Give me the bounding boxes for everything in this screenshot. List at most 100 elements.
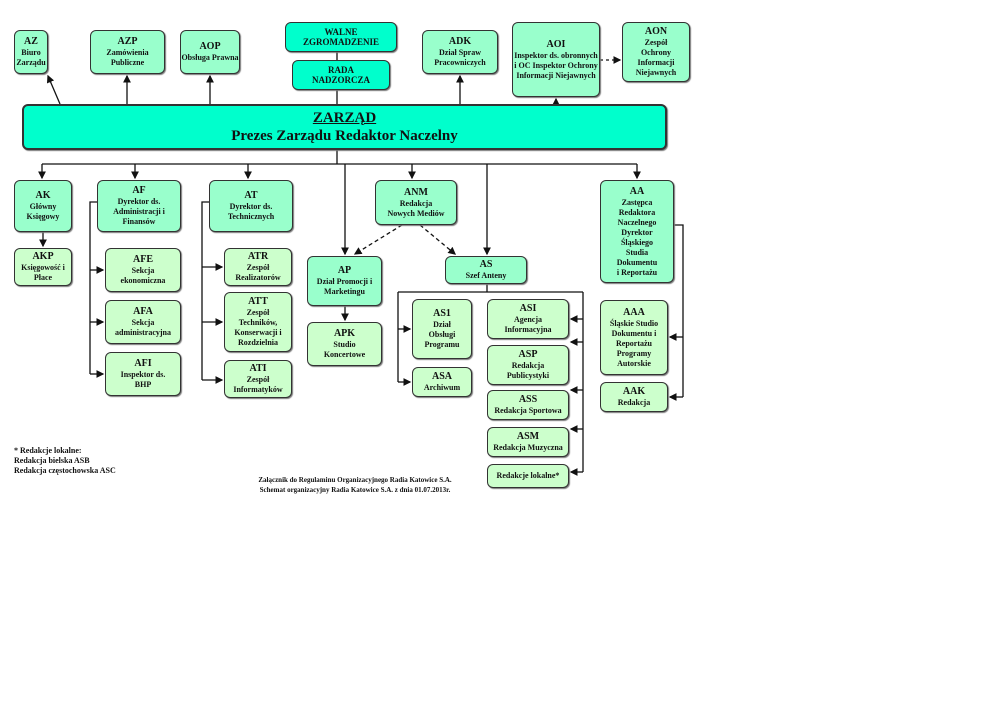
unit-name: Redakcja [617,398,651,407]
note-line: Redakcja bielska ASB [14,456,90,465]
unit-code: AA [629,185,645,197]
unit-code: ASI [519,303,537,314]
unit-name: Redakcje lokalne* [496,471,560,480]
unit-name: Sekcja ekonomiczna [120,266,166,285]
unit-code: AF [132,185,146,196]
unit-name: Zespół Techników, Konserwacji i Rozdziel… [234,308,282,347]
unit-code: ASM [516,431,540,442]
unit-name: Zespół Realizatorów [235,263,281,282]
unit-name: Zespół Informatyków [233,375,283,394]
unit-name: Obsługa Prawna [181,53,239,62]
unit-code: AS [479,259,493,270]
zarzad-title: ZARZĄD [312,110,377,126]
unit-code: ADK [448,36,472,47]
unit-name: Dział Promocji i Marketingu [316,277,373,296]
unit-name: Biuro Zarządu [16,48,46,67]
unit-name: Zamówienia Publiczne [106,48,149,67]
local-editorial-note: * Redakcje lokalne: Redakcja bielska ASB… [14,446,116,476]
unit-name: Sekcja administracyjna [115,318,171,337]
zarzad-subtitle: Prezes Zarządu Redaktor Naczelny [231,128,458,144]
unit-code: ASP [518,349,538,360]
unit-code: AP [337,265,352,276]
unit-code: APK [333,328,356,339]
unit-code: ATT [248,296,268,307]
unit-name: Śląskie Studio Dokumentu i Reportażu Pro… [609,318,659,368]
unit-code: ATI [249,363,267,374]
note-title: * Redakcje lokalne: [14,446,82,455]
unit-name: WALNE ZGROMADZENIE [302,27,379,47]
unit-name: Redakcja Muzyczna [493,443,563,452]
footer-line: Załącznik do Regulaminu Organizacyjnego … [258,476,452,484]
unit-name: Inspektor ds. BHP [120,370,166,389]
unit-name: Agencja Informacyjna [504,315,552,334]
unit-code: ASA [431,371,452,382]
unit-name: Główny Księgowy [26,202,60,221]
unit-code: AFI [134,358,152,369]
walne-zgromadzenie: WALNE ZGROMADZENIE [285,22,397,52]
unit-name: Inspektor ds. obronnych i OC Inspektor O… [514,50,598,80]
unit-name: Redakcja Nowych Mediów [387,198,445,218]
unit-name: Redakcja Sportowa [494,406,562,415]
rada-nadzorcza: RADA NADZORCZA [292,60,390,90]
unit-name: Dyrektor ds. Administracji i Finansów [113,197,165,226]
note-line: Redakcja częstochowska ASC [14,466,116,475]
unit-code: ANM [404,186,428,198]
unit-code: AON [644,26,668,37]
unit-name: Dyrektor ds. Technicznych [227,202,275,221]
unit-name: Studio Koncertowe [323,340,366,359]
unit-code: AOP [199,41,221,52]
unit-code: AT [244,190,258,201]
unit-name: Redakcja Publicystyki [506,361,550,380]
zarzad-box: ZARZĄD Prezes Zarządu Redaktor Naczelny [22,104,667,150]
unit-code: AS1 [433,308,451,319]
footer-caption: Załącznik do Regulaminu Organizacyjnego … [235,475,475,495]
unit-name: Archiwum [423,383,461,392]
unit-code: AAK [622,386,646,397]
unit-code: AKP [32,251,54,262]
unit-code: AZP [117,36,138,47]
unit-name: Dział Spraw Pracowniczych [434,48,486,67]
unit-code: AOI [546,38,566,50]
unit-code: AFE [133,254,153,265]
unit-code: AZ [24,36,38,47]
unit-name: RADA NADZORCZA [312,65,371,85]
unit-code: AAA [623,306,645,318]
unit-name: Zastępca Redaktora Naczelnego Dyrektor Ś… [616,197,658,277]
unit-name: Szef Anteny [465,271,507,280]
unit-name: Księgowość i Płace [21,263,65,282]
unit-code: ATR [247,251,269,262]
footer-line: Schemat organizacyjny Radia Katowice S.A… [259,486,451,494]
unit-code: AFA [133,306,153,317]
unit-code: AK [35,190,51,201]
unit-name: Zespół Ochrony Informacji Niejawnych [635,38,677,77]
unit-name: Dział Obsługi Programu [424,320,460,349]
unit-code: ASS [518,394,538,405]
